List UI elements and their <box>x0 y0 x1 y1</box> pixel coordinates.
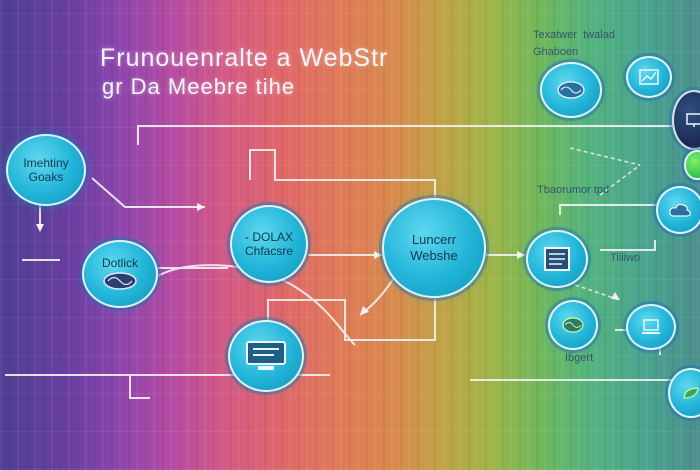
note-top-right: Texatwer twalad Ghaboen <box>533 29 615 58</box>
chart-icon <box>639 69 659 85</box>
brain-icon <box>103 272 137 290</box>
node-document[interactable] <box>526 230 588 288</box>
cloud-icon <box>669 203 691 217</box>
arrow-head-1 <box>197 203 205 211</box>
node-dotlick-label: Dotlick <box>101 255 138 270</box>
node-website-label: Luncerr Webshe <box>410 232 458 263</box>
monitor-icon <box>246 341 286 370</box>
node-character-label: - DOLAX Chfacsre <box>244 229 294 258</box>
node-green-right[interactable] <box>684 150 700 180</box>
arrow-head-4 <box>360 306 369 315</box>
node-bottom-right[interactable] <box>668 368 700 418</box>
connector-dashed-right-1 <box>574 284 621 301</box>
diagram-title: Frunouenralte a WebStr <box>100 44 389 72</box>
connector-right-mid <box>600 240 656 251</box>
brain-icon-top <box>557 81 585 99</box>
connector-dashed-right-2 <box>569 147 641 166</box>
node-goals[interactable]: Imehtiny Goaks <box>6 134 86 206</box>
node-right-mid[interactable] <box>656 186 700 234</box>
node-character[interactable]: - DOLAX Chfacsre <box>230 205 308 283</box>
leaf-icon <box>683 387 699 399</box>
diagram-subtitle: gr Da Meebre tihe <box>102 74 296 99</box>
node-dark-right[interactable] <box>672 90 700 150</box>
note-mid-right: Tbaorumor tpd <box>537 184 610 196</box>
document-icon <box>544 247 570 271</box>
note-bottom-right: Ibgert <box>565 352 594 364</box>
connector-dotlick-curve <box>157 264 356 346</box>
node-lower-right-1[interactable] <box>548 300 598 350</box>
connector-dashed-right-3 <box>599 164 641 196</box>
brain-icon-lower <box>562 317 584 333</box>
node-website[interactable]: Luncerr Webshe <box>382 198 486 298</box>
arrow-head-6 <box>36 224 44 232</box>
screen-icon <box>686 113 700 127</box>
arrow-head-3 <box>517 251 525 259</box>
connector-right-branch <box>559 204 690 215</box>
node-brain-top[interactable] <box>540 62 602 118</box>
node-top-right-small[interactable] <box>626 56 672 98</box>
node-goals-label: Imehtiny Goaks <box>23 155 69 184</box>
connector-center-bottom-loop <box>267 292 436 341</box>
arrow-head-2 <box>374 251 382 259</box>
connector-goals-to-h <box>91 177 205 208</box>
node-lower-right-2[interactable] <box>626 304 676 350</box>
connector-top-bar <box>137 125 700 145</box>
node-dotlick[interactable]: Dotlick <box>82 240 158 308</box>
note-right-small: Tiiiiwo <box>610 252 641 264</box>
node-monitor[interactable] <box>228 320 304 392</box>
connector-bottom-stub <box>129 375 150 399</box>
connector-h-bracket <box>249 149 436 205</box>
laptop-icon <box>642 319 660 334</box>
arrow-head-5 <box>611 292 620 300</box>
